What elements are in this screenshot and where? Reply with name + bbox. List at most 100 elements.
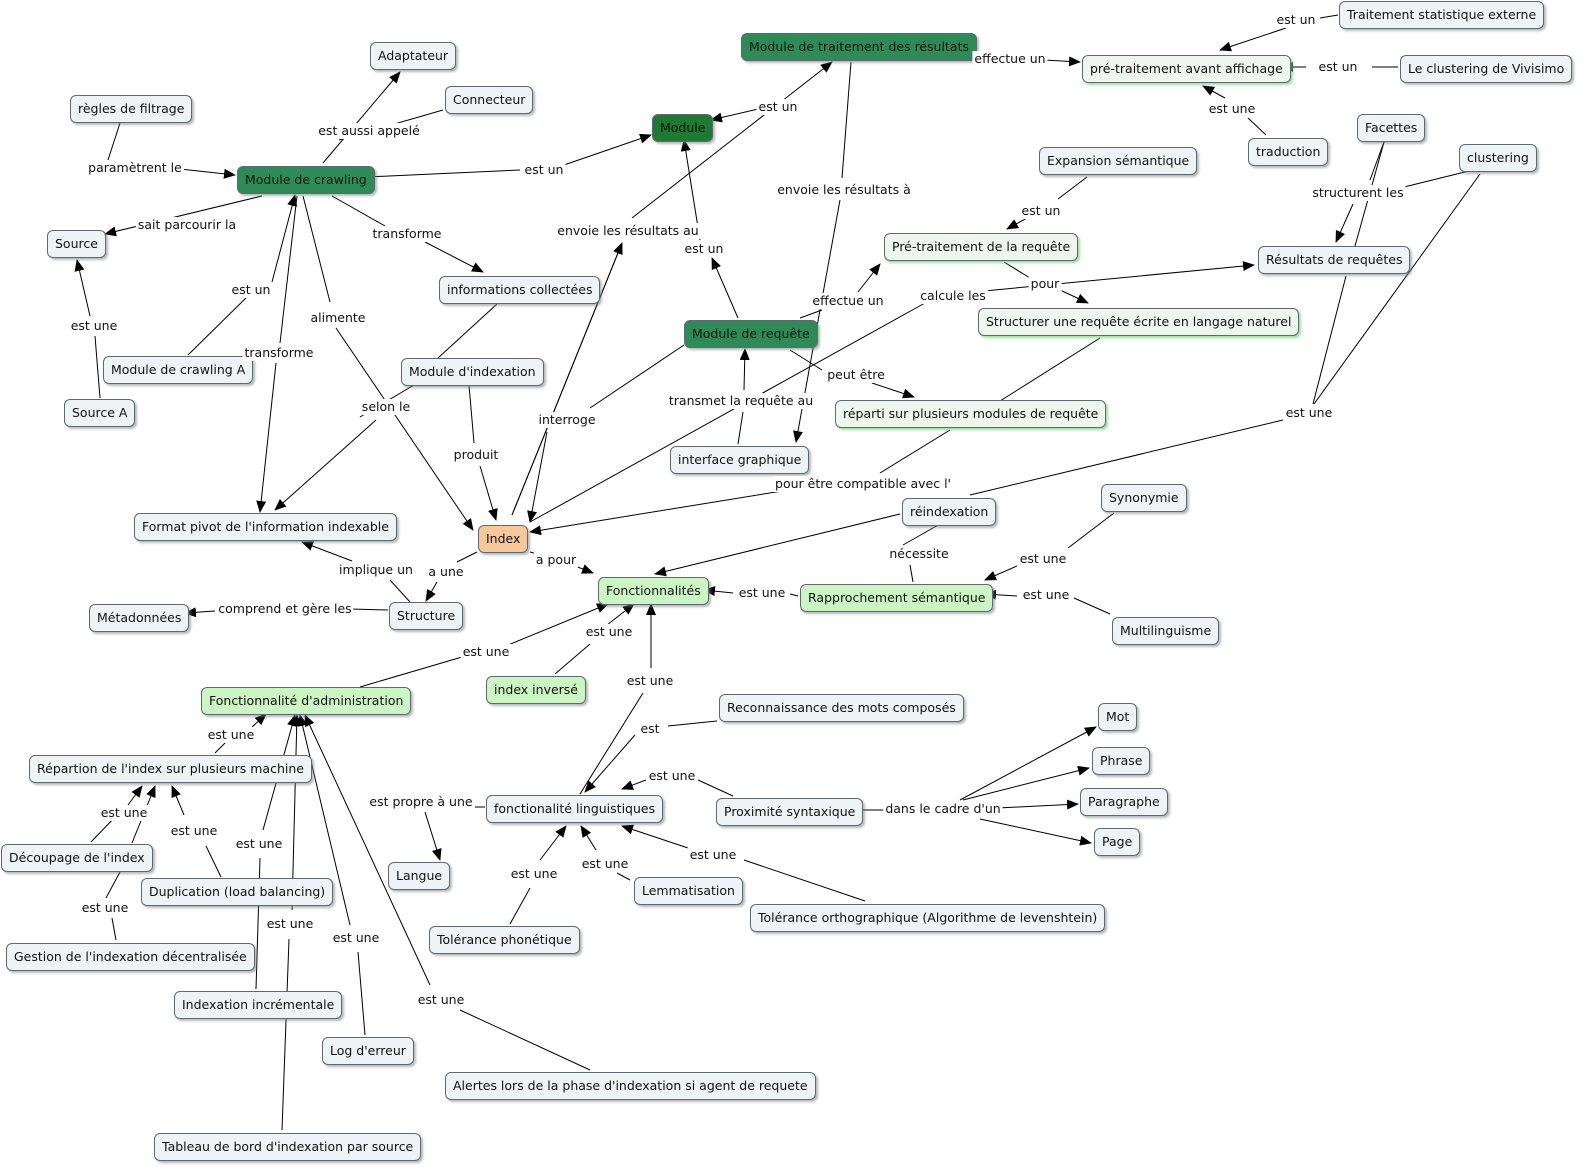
node-fonctionalite-linguistiques[interactable]: fonctionalité linguistiques bbox=[486, 795, 664, 823]
node-module-de-requete[interactable]: Module de requête bbox=[684, 320, 818, 348]
link-label-est-une-orthographique: est une bbox=[687, 847, 739, 863]
connector-line bbox=[909, 564, 914, 583]
node-format-pivot[interactable]: Format pivot de l'information indexable bbox=[134, 513, 397, 541]
node-decoupage-de-l-index[interactable]: Découpage de l'index bbox=[1, 844, 153, 872]
node-structurer-une-requete[interactable]: Structurer une requête écrite en langage… bbox=[978, 308, 1300, 336]
node-traitement-statistique-externe[interactable]: Traitement statistique externe bbox=[1339, 1, 1545, 29]
connector-line bbox=[274, 419, 377, 511]
connector-line bbox=[171, 785, 185, 816]
node-log-d-erreur[interactable]: Log d'erreur bbox=[322, 1037, 414, 1065]
connector-line bbox=[789, 593, 799, 597]
connector-line bbox=[365, 169, 521, 178]
node-duplication[interactable]: Duplication (load balancing) bbox=[141, 878, 334, 906]
link-label-dans-le-cadre-d-un: dans le cadre d'un bbox=[883, 801, 1003, 817]
node-expansion-semantique[interactable]: Expansion sémantique bbox=[1039, 147, 1198, 175]
connector-line bbox=[271, 194, 298, 283]
node-module-de-crawling-a[interactable]: Module de crawling A bbox=[103, 356, 254, 384]
node-clustering[interactable]: clustering bbox=[1459, 144, 1537, 172]
connector-line bbox=[621, 779, 647, 790]
node-synonymie[interactable]: Synonymie bbox=[1101, 484, 1187, 512]
link-label-est-un-module-crawling: est un bbox=[522, 162, 566, 178]
node-gestion-de-l-indexation-decentralisee[interactable]: Gestion de l'indexation décentralisée bbox=[6, 943, 255, 971]
connector-line bbox=[350, 608, 389, 611]
node-indexation-incrementale[interactable]: Indexation incrémentale bbox=[174, 991, 343, 1019]
node-phrase[interactable]: Phrase bbox=[1092, 747, 1151, 775]
node-fonctionnalites[interactable]: Fonctionnalités bbox=[598, 577, 709, 605]
link-label-transforme-format: transforme bbox=[242, 345, 316, 361]
node-informations-collectees[interactable]: informations collectées bbox=[439, 276, 601, 304]
link-label-est-une-repartition: est une bbox=[205, 727, 257, 743]
node-module[interactable]: Module bbox=[652, 114, 714, 142]
connector-line bbox=[74, 259, 91, 317]
node-lemmatisation[interactable]: Lemmatisation bbox=[634, 877, 743, 905]
node-metadonnees[interactable]: Métadonnées bbox=[89, 604, 190, 632]
node-mot[interactable]: Mot bbox=[1098, 703, 1138, 731]
connector-line bbox=[606, 603, 635, 626]
connector-line bbox=[214, 741, 227, 754]
link-label-alimente: alimente bbox=[308, 310, 368, 326]
node-reconnaissance-des-mots-composes[interactable]: Reconnaissance des mots composés bbox=[719, 694, 964, 722]
link-label-structurent-les: structurent les bbox=[1310, 185, 1406, 201]
node-clustering-de-vivisimo[interactable]: Le clustering de Vivisimo bbox=[1400, 55, 1573, 83]
link-label-est-une-linguistiques: est une bbox=[624, 673, 676, 689]
link-label-est-un-traitement: est un bbox=[756, 99, 800, 115]
link-label-transforme-informations: transforme bbox=[370, 226, 444, 242]
connector-line bbox=[1335, 203, 1354, 243]
connector-line bbox=[111, 917, 117, 941]
node-reindexation[interactable]: réindexation bbox=[902, 498, 997, 526]
node-module-d-indexation[interactable]: Module d'indexation bbox=[401, 358, 544, 386]
connector-line bbox=[331, 195, 386, 227]
node-page[interactable]: Page bbox=[1094, 828, 1141, 856]
link-label-est-une-synonymie: est une bbox=[1017, 551, 1069, 567]
node-structure[interactable]: Structure bbox=[389, 602, 464, 630]
node-multilinguisme[interactable]: Multilinguisme bbox=[1112, 617, 1220, 645]
connector-line bbox=[539, 825, 567, 861]
node-pre-traitement-avant-affichage[interactable]: pré-traitement avant affichage bbox=[1082, 55, 1291, 83]
connector-line bbox=[737, 411, 744, 445]
node-regles-de-filtrage[interactable]: règles de filtrage bbox=[70, 95, 193, 123]
connector-line bbox=[1369, 141, 1385, 181]
node-connecteur[interactable]: Connecteur bbox=[445, 86, 534, 114]
connector-line bbox=[205, 845, 222, 878]
connector-line bbox=[297, 714, 351, 926]
node-repartion-de-l-index[interactable]: Répartion de l'index sur plusieurs machi… bbox=[29, 755, 312, 783]
node-paragraphe[interactable]: Paragraphe bbox=[1080, 788, 1168, 816]
connector-line bbox=[507, 603, 609, 646]
node-reparti-sur-plusieurs-modules[interactable]: réparti sur plusieurs modules de requête bbox=[835, 400, 1107, 428]
connector-line bbox=[871, 382, 915, 399]
node-facettes[interactable]: Facettes bbox=[1357, 114, 1426, 142]
link-label-envoie-les-resultats-a: envoie les résultats à bbox=[775, 182, 913, 198]
link-label-calcule-les: calcule les bbox=[918, 288, 988, 304]
connector-line bbox=[879, 429, 951, 474]
link-label-effectue-un-requete: effectue un bbox=[810, 293, 886, 309]
node-rapprochement-semantique[interactable]: Rapprochement sémantique bbox=[800, 584, 994, 612]
node-langue[interactable]: Langue bbox=[388, 862, 451, 890]
connector-line bbox=[857, 263, 881, 293]
node-index-inverse[interactable]: index inversé bbox=[486, 676, 586, 704]
node-proximite-syntaxique[interactable]: Proximité syntaxique bbox=[716, 798, 864, 826]
node-index[interactable]: Index bbox=[478, 525, 529, 553]
node-module-de-crawling[interactable]: Module de crawling bbox=[237, 166, 375, 194]
node-source-a[interactable]: Source A bbox=[64, 399, 136, 427]
connector-line bbox=[799, 309, 823, 319]
node-interface-graphique[interactable]: interface graphique bbox=[670, 446, 810, 474]
link-label-parametrent-le: paramètrent le bbox=[86, 160, 184, 176]
node-resultats-de-requetes[interactable]: Résultats de requêtes bbox=[1258, 246, 1411, 274]
link-label-est-une-proximite: est une bbox=[646, 768, 698, 784]
node-source[interactable]: Source bbox=[47, 230, 106, 258]
node-tolerance-phonetique[interactable]: Tolérance phonétique bbox=[429, 926, 580, 954]
connector-line bbox=[1059, 289, 1089, 304]
node-tolerance-orthographique[interactable]: Tolérance orthographique (Algorithme de … bbox=[750, 904, 1106, 932]
link-label-pour: pour bbox=[1028, 276, 1062, 292]
connector-line bbox=[969, 419, 1284, 496]
node-tableau-de-bord[interactable]: Tableau de bord d'indexation par source bbox=[154, 1133, 422, 1161]
node-fonctionnalite-d-administration[interactable]: Fonctionnalité d'administration bbox=[201, 687, 412, 715]
link-label-selon-le: selon le bbox=[359, 399, 413, 415]
node-module-de-traitement-des-resultats[interactable]: Module de traitement des résultats bbox=[741, 33, 978, 61]
node-pre-traitement-de-la-requete[interactable]: Pré-traitement de la requête bbox=[884, 233, 1079, 261]
node-adaptateur[interactable]: Adaptateur bbox=[370, 42, 457, 70]
node-traduction[interactable]: traduction bbox=[1248, 138, 1329, 166]
link-label-est-une-decoupage: est une bbox=[98, 805, 150, 821]
node-alertes[interactable]: Alertes lors de la phase d'indexation si… bbox=[445, 1072, 816, 1100]
